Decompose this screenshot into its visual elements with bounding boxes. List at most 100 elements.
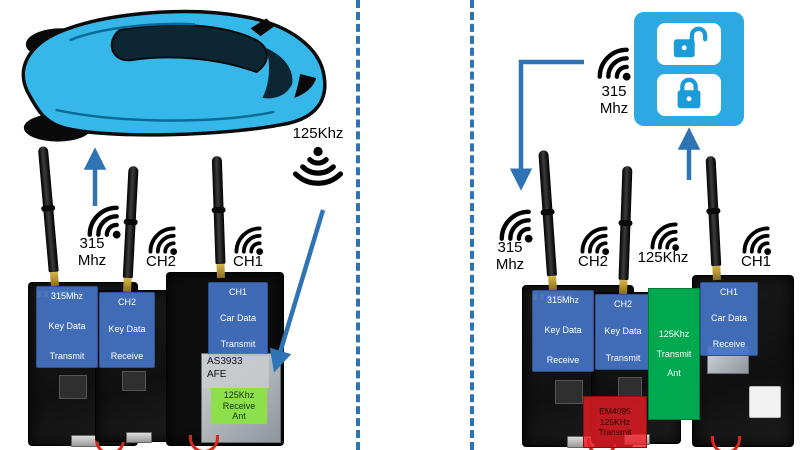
signal-icon-ch1-right xyxy=(736,220,774,258)
divider-right xyxy=(470,0,474,450)
arrow-315-to-receiver xyxy=(509,59,584,191)
module-line: Key Data xyxy=(544,325,582,336)
label-315mhz-left: 315 Mhz xyxy=(66,235,118,270)
module-line: CH1 xyxy=(228,287,247,297)
module-line: Key Data xyxy=(48,321,86,332)
antenna-joint xyxy=(211,207,226,214)
module-line: CH1 xyxy=(719,287,738,297)
unlocked-icon xyxy=(657,22,721,65)
label-125khz-car-text: 125Khz xyxy=(292,125,344,142)
module-ch2-key-receive: CH2 Key Data Receive xyxy=(99,292,155,368)
red-box-line: 125KHz xyxy=(599,416,631,427)
label-line: Mhz xyxy=(495,255,525,273)
module-line: Car Data xyxy=(219,313,256,324)
module-line: Receive xyxy=(110,351,144,362)
module-ch2-key-transmit: CH2 Key Data Transmit xyxy=(595,294,651,370)
signal-icon-ch2-right xyxy=(574,220,612,258)
divider-left xyxy=(356,0,360,450)
label-line: Mhz xyxy=(77,251,107,269)
red-wire xyxy=(711,436,741,450)
signal-icon-315-lock xyxy=(590,40,634,84)
rx-ant-line: Ant xyxy=(232,411,246,422)
receive-ant-label: 125Khz Receive Ant xyxy=(211,388,267,424)
label-ch1-right: CH1 xyxy=(734,253,778,271)
signal-icon-315-left xyxy=(80,198,124,242)
module-line: Key Data xyxy=(604,326,642,337)
module-line: Car Data xyxy=(710,313,747,324)
module-ch1-car-receive: CH1 Car Data Receive xyxy=(700,282,758,356)
mcu-chip xyxy=(555,380,583,404)
chip xyxy=(122,371,146,391)
module-line: Transmit xyxy=(220,339,256,350)
module-315-key-receive: 315Mhz Key Data Receive xyxy=(532,290,594,372)
sma-connector xyxy=(548,275,557,291)
module-315-key-transmit: 315Mhz Key Data Transmit xyxy=(36,286,98,368)
module-line: CH2 xyxy=(613,299,632,309)
lock-panel xyxy=(634,12,744,126)
tx-ant-line: Ant xyxy=(667,368,681,379)
tx-ant-line: Transmit xyxy=(656,348,692,359)
rx-ant-line: 125Khz xyxy=(223,389,255,400)
antenna-joint xyxy=(540,208,555,216)
label-line: 315 xyxy=(497,239,523,256)
antenna-ch1-right xyxy=(704,155,724,281)
signal-icon-315-right xyxy=(492,202,536,246)
red-wire xyxy=(189,435,219,450)
signal-icon-125khz-right xyxy=(644,216,682,254)
afe-line: AS3933 xyxy=(207,356,243,367)
label-line: Mhz xyxy=(599,99,629,117)
sma-connector xyxy=(216,263,225,279)
red-box-line: Transmit xyxy=(598,427,632,438)
usb-connector xyxy=(126,432,152,443)
antenna-chip xyxy=(749,386,781,418)
module-line: Key Data xyxy=(108,324,146,335)
label-line: CH1 xyxy=(740,253,771,270)
module-line: Receive xyxy=(546,355,580,366)
antenna-joint xyxy=(706,207,721,215)
signal-icon-125khz-car xyxy=(292,146,344,202)
locked-icon xyxy=(657,73,721,116)
label-line: CH2 xyxy=(145,253,176,270)
label-ch2-left: CH2 xyxy=(138,253,184,271)
red-wire xyxy=(95,437,125,450)
label-line: 315 xyxy=(601,83,627,100)
module-line: 315Mhz xyxy=(50,291,84,301)
as3933-afe-label: AS3933 AFE xyxy=(203,354,269,388)
transmit-ant-label: 125Khz Transmit Ant xyxy=(648,288,700,420)
label-ch2-right: CH2 xyxy=(570,253,616,271)
label-315mhz-right: 315 Mhz xyxy=(484,239,536,274)
sma-connector xyxy=(123,277,132,293)
red-box-line: EM4095 xyxy=(599,406,631,417)
antenna-ch2-right xyxy=(616,165,634,295)
label-line: 315 xyxy=(79,235,105,252)
label-line: CH1 xyxy=(232,253,263,270)
sma-connector xyxy=(712,265,721,281)
module-ch1-car-transmit: CH1 Car Data Transmit xyxy=(208,282,268,356)
signal-icon-ch1-left xyxy=(228,220,266,258)
label-line: CH2 xyxy=(577,253,608,270)
chip xyxy=(618,377,642,397)
tx-ant-line: 125Khz xyxy=(658,328,690,339)
sma-connector xyxy=(619,279,628,295)
module-line: Transmit xyxy=(605,353,641,364)
label-315mhz-lock: 315 Mhz xyxy=(592,83,636,118)
car-illustration xyxy=(0,0,338,152)
module-line: Transmit xyxy=(49,351,85,362)
antenna-joint xyxy=(618,219,633,227)
afe-line: AFE xyxy=(207,368,227,380)
label-line: 125Khz xyxy=(637,249,689,266)
signal-icon-ch2-left xyxy=(142,220,180,258)
module-line: 315Mhz xyxy=(546,295,580,305)
module-line: Receive xyxy=(712,339,746,350)
antenna-joint xyxy=(123,218,138,226)
module-line: CH2 xyxy=(117,297,136,307)
mcu-chip xyxy=(59,375,87,399)
antenna-315-left xyxy=(36,146,62,287)
antenna-315-right xyxy=(536,149,560,291)
antenna-joint xyxy=(40,204,56,212)
label-125khz-right: 125Khz xyxy=(632,249,694,267)
label-ch1-left: CH1 xyxy=(226,253,270,271)
red-transmit-module: EM4095 125KHz Transmit xyxy=(583,396,647,448)
rx-ant-line: Receive xyxy=(222,400,256,411)
